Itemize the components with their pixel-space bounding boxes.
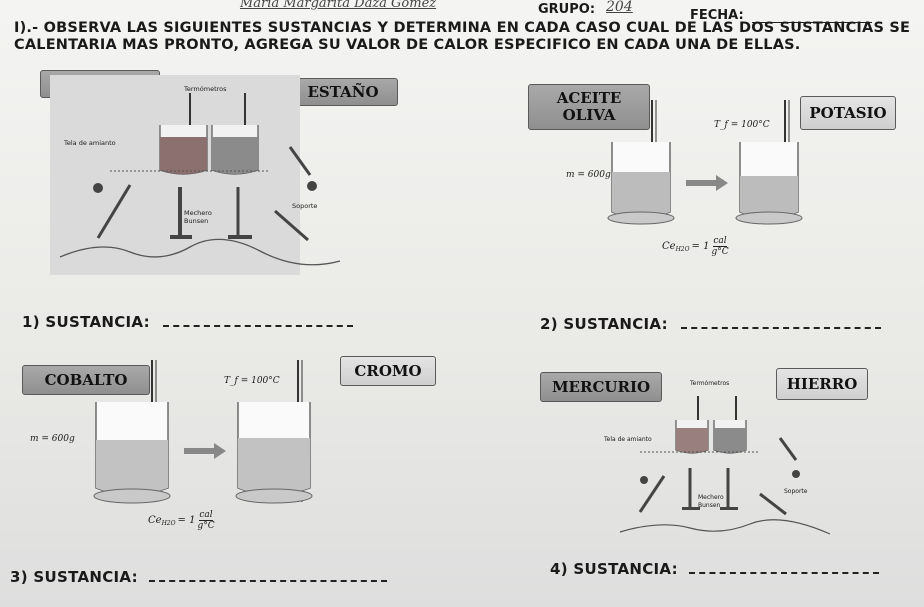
label-support-4: Soporte — [784, 488, 808, 495]
mass-label-2: m = 600g — [566, 170, 611, 180]
answer-blank-4[interactable] — [689, 560, 880, 574]
substance-label-potasio: POTASIO — [800, 96, 896, 130]
substance-label-estano: ESTAÑO — [288, 78, 398, 106]
label-support-1: Soporte — [292, 202, 318, 210]
substance-label-cromo: CROMO — [340, 356, 436, 386]
label-burner-4a: Mechero — [698, 494, 724, 501]
question-3-label: 3) SUSTANCIA: — [10, 568, 138, 586]
answer-blank-3[interactable] — [149, 568, 388, 582]
fecha-blank[interactable] — [752, 22, 872, 23]
setup-diagram-4 — [619, 396, 831, 535]
fecha-label: FECHA: — [690, 8, 744, 23]
label-thermometers-4: Termómetros — [690, 380, 730, 387]
grupo-value: 204 — [606, 0, 633, 15]
substance-label-hierro: HIERRO — [776, 368, 868, 400]
ce-num-3: cal — [199, 510, 213, 521]
tf-label-2: T_f = 100°C — [714, 120, 770, 130]
label-burner-1b: Bunsen — [184, 217, 209, 225]
question-1: 1) SUSTANCIA: — [22, 313, 354, 331]
instructions: I).- OBSERVA LAS SIGUIENTES SUSTANCIAS Y… — [14, 20, 911, 53]
label-thermometers-1: Termómetros — [184, 85, 227, 93]
tf-label-3: T_f = 100°C — [224, 376, 280, 386]
substance-label-mercurio: MERCURIO — [540, 372, 662, 402]
ce-formula-2: Ce H2O = 1 cal g°C — [662, 236, 729, 257]
beaker-diagram-3 — [93, 360, 313, 504]
label-burner-1a: Mechero — [184, 209, 212, 217]
header: Maria Margarita Daza Gomez GRUPO: 204 FE… — [0, 0, 924, 23]
ce-den-3: g°C — [197, 521, 215, 531]
ce-sub-2: H2O — [675, 246, 690, 253]
substance-label-aceite-oliva: ACEITE OLIVA — [528, 84, 650, 130]
ce-den-2: g°C — [711, 247, 729, 257]
ce-sub-3: H2O — [161, 520, 176, 527]
substance-label-cobalto: COBALTO — [22, 365, 150, 395]
student-name-handwritten: Maria Margarita Daza Gomez — [240, 0, 437, 11]
question-3: 3) SUSTANCIA: — [10, 568, 388, 586]
question-1-label: 1) SUSTANCIA: — [22, 313, 150, 331]
question-4-label: 4) SUSTANCIA: — [550, 560, 678, 578]
question-2: 2) SUSTANCIA: — [540, 315, 882, 333]
mass-label-3: m = 600g — [30, 434, 75, 444]
ce-num-2: cal — [713, 236, 727, 247]
ce-prefix-2: Ce — [662, 241, 676, 252]
label-burner-4b: Bunsen — [698, 502, 721, 509]
ce-prefix-3: Ce — [148, 515, 162, 526]
grupo-label: GRUPO: — [538, 2, 596, 17]
question-4: 4) SUSTANCIA: — [550, 560, 880, 578]
ce-eq-3: = 1 — [177, 515, 196, 526]
ce-formula-3: Ce H2O = 1 cal g°C — [148, 510, 215, 531]
ce-eq-2: = 1 — [691, 241, 710, 252]
label-asbestos-4: Tela de amianto — [604, 436, 652, 443]
answer-blank-2[interactable] — [681, 315, 882, 329]
answer-blank-1[interactable] — [163, 313, 354, 327]
substance-label-aceite: ACEITE — [556, 89, 622, 107]
label-asbestos-1: Tela de amianto — [64, 139, 116, 147]
beaker-diagram-2 — [607, 100, 803, 225]
substance-label-oliva: OLIVA — [562, 106, 616, 124]
setup-diagram-1 — [50, 75, 341, 275]
question-2-label: 2) SUSTANCIA: — [540, 315, 668, 333]
